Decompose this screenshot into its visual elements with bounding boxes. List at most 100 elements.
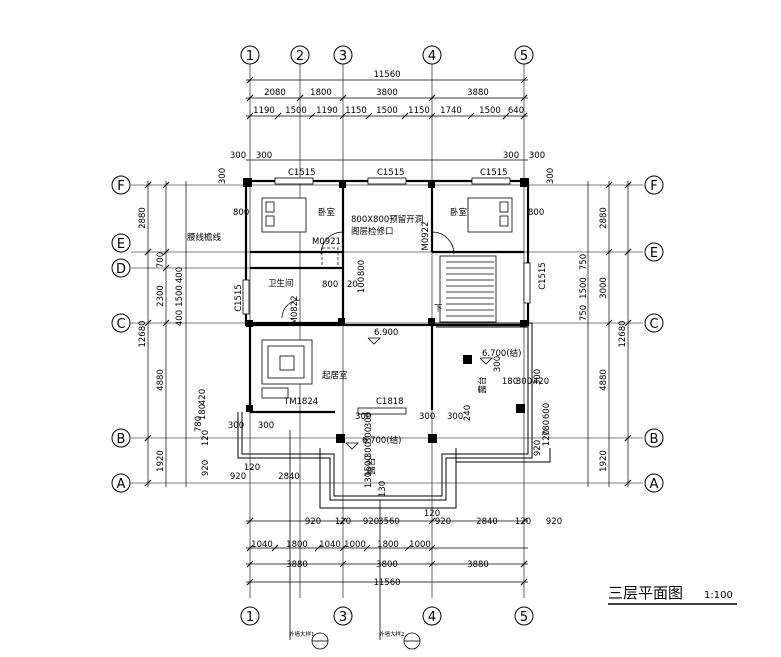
elevation-6700-a: 6.700(结) — [482, 348, 521, 359]
axis-bubbles — [111, 45, 664, 626]
dim-bottom-920a: 920 — [305, 517, 321, 527]
dim-top-1190a: 1190 — [253, 106, 275, 116]
label-300-c: 300 — [447, 412, 463, 422]
dim-left-420: 420 — [198, 389, 208, 405]
axis-label-row-C-right: C — [649, 317, 658, 332]
dim-right-180: 180 — [502, 377, 518, 387]
dim-bottom-1000b: 1000 — [409, 540, 431, 550]
room-bathroom: 卫生间 — [268, 278, 294, 289]
dim-top-1500c: 1500 — [479, 106, 501, 116]
label-attic-access: 阁层检修口 — [351, 226, 394, 237]
dim-left-700: 700 — [156, 252, 166, 268]
dim-bottom-920c: 920 — [435, 517, 451, 527]
label-access-opening: 800X800预留开洞 — [351, 214, 423, 225]
dim-left-2300: 2300 — [156, 285, 166, 307]
label-300-d: 300 — [364, 412, 374, 428]
terrace-parapet — [237, 322, 551, 509]
dim-top-1150b: 1150 — [408, 106, 430, 116]
dim-right-3000: 3000 — [599, 277, 609, 299]
door-label-m0822: M0822 — [290, 296, 300, 325]
axis-label-row-A-right: A — [650, 477, 659, 492]
section-mark-1: 外墙大样1 — [289, 630, 315, 638]
dim-bottom-3880b: 3880 — [467, 560, 489, 570]
dim-top-3800: 3800 — [376, 88, 398, 98]
dim-bottom-1800a: 1800 — [286, 540, 308, 550]
axis-label-row-A-left: A — [117, 477, 126, 492]
room-bedroom-right: 卧室 — [450, 207, 468, 218]
dim-right-750b: 750 — [579, 305, 589, 321]
dim-bottom-1040b: 1040 — [319, 540, 341, 550]
dim-left-12680: 12680 — [138, 320, 148, 347]
staircase — [439, 255, 497, 323]
dim-right-2880: 2880 — [599, 207, 609, 229]
dim-bottom-3800: 3800 — [376, 560, 398, 570]
label-down: 下 — [434, 304, 443, 314]
dim-top-corner-1: 300 — [230, 151, 246, 161]
label-300-b: 300 — [419, 412, 435, 422]
dim-left-120: 120 — [201, 430, 211, 446]
elevation-6700-b: 6.700(结) — [362, 435, 401, 446]
axis-label-col-5: 5 — [520, 49, 528, 64]
dim-right-750a: 750 — [579, 254, 589, 270]
dim-top-1500b: 1500 — [376, 106, 398, 116]
dim-top-corner-4: 300 — [529, 151, 545, 161]
structural-columns — [243, 178, 529, 443]
section-callouts — [289, 430, 421, 650]
label-800-d: 800 — [322, 280, 338, 290]
axis-label-row-F-right: F — [650, 179, 657, 194]
dim-top-2080: 2080 — [264, 88, 286, 98]
dim-bottom-1040a: 1040 — [251, 540, 273, 550]
dim-top-corner-3: 300 — [503, 151, 519, 161]
dim-bottom-1000a: 1000 — [344, 540, 366, 550]
dimension-lines — [147, 79, 629, 583]
dimension-ticks — [144, 76, 632, 586]
window-label-6: C1818 — [376, 397, 404, 407]
room-terrace-right: 露台 — [477, 376, 488, 393]
dim-right-300b: 300 — [533, 369, 543, 385]
dim-left-120-h: 120 — [244, 463, 260, 473]
dim-bottom-1800b: 1800 — [377, 540, 399, 550]
dim-bottom-3880a: 3880 — [286, 560, 308, 570]
dim-left-2880: 2880 — [138, 207, 148, 229]
door-label-tm1824: TM1824 — [283, 397, 318, 407]
label-800-c: 800 — [357, 260, 367, 276]
axis-label-col-1-bottom: 1 — [246, 610, 254, 625]
window-label-3: C1515 — [480, 168, 508, 178]
axis-label-row-D-left: D — [116, 262, 126, 277]
furniture — [261, 197, 513, 399]
dim-left-1920: 1920 — [156, 450, 166, 472]
dim-left-4880: 4880 — [156, 369, 166, 391]
room-terrace-bottom: 露台 — [366, 457, 377, 474]
label-300-f: 300 — [493, 356, 503, 372]
dim-top-corner-2: 300 — [256, 151, 272, 161]
dim-right-12680: 12680 — [618, 320, 628, 347]
doors — [281, 231, 455, 319]
room-living: 起居室 — [322, 370, 348, 381]
dim-left-400a: 400 — [175, 267, 185, 283]
label-300-e: 300 — [364, 427, 374, 443]
dim-left-2840-h: 2840 — [278, 472, 300, 482]
dim-right-420: 420 — [533, 377, 549, 387]
window-label-5: C1515 — [538, 262, 548, 290]
axis-label-col-5-bottom: 5 — [520, 610, 528, 625]
label-300-g: 300 — [364, 442, 374, 458]
dim-bottom-920b: 920 — [363, 517, 379, 527]
dim-bottom-2840: 2840 — [476, 517, 498, 527]
door-label-m0922: M0922 — [421, 222, 431, 251]
label-130-b: 130 — [378, 481, 388, 497]
axis-label-row-B-right: B — [650, 432, 659, 447]
dim-left-300-h1: 300 — [228, 421, 244, 431]
dim-bottom-920d: 920 — [546, 517, 562, 527]
dim-right-920: 920 — [533, 440, 543, 456]
dim-top-1500a: 1500 — [285, 106, 307, 116]
axis-label-col-3: 3 — [339, 49, 347, 64]
dim-left-180: 180 — [198, 404, 208, 420]
dim-left-780: 780 — [194, 416, 204, 432]
label-100: 100 — [357, 277, 367, 293]
dim-left-920-h: 920 — [230, 472, 246, 482]
dim-bottom-3560: 3560 — [378, 517, 400, 527]
label-1500: 1500 — [364, 455, 374, 477]
dim-top-1150a: 1150 — [345, 106, 367, 116]
